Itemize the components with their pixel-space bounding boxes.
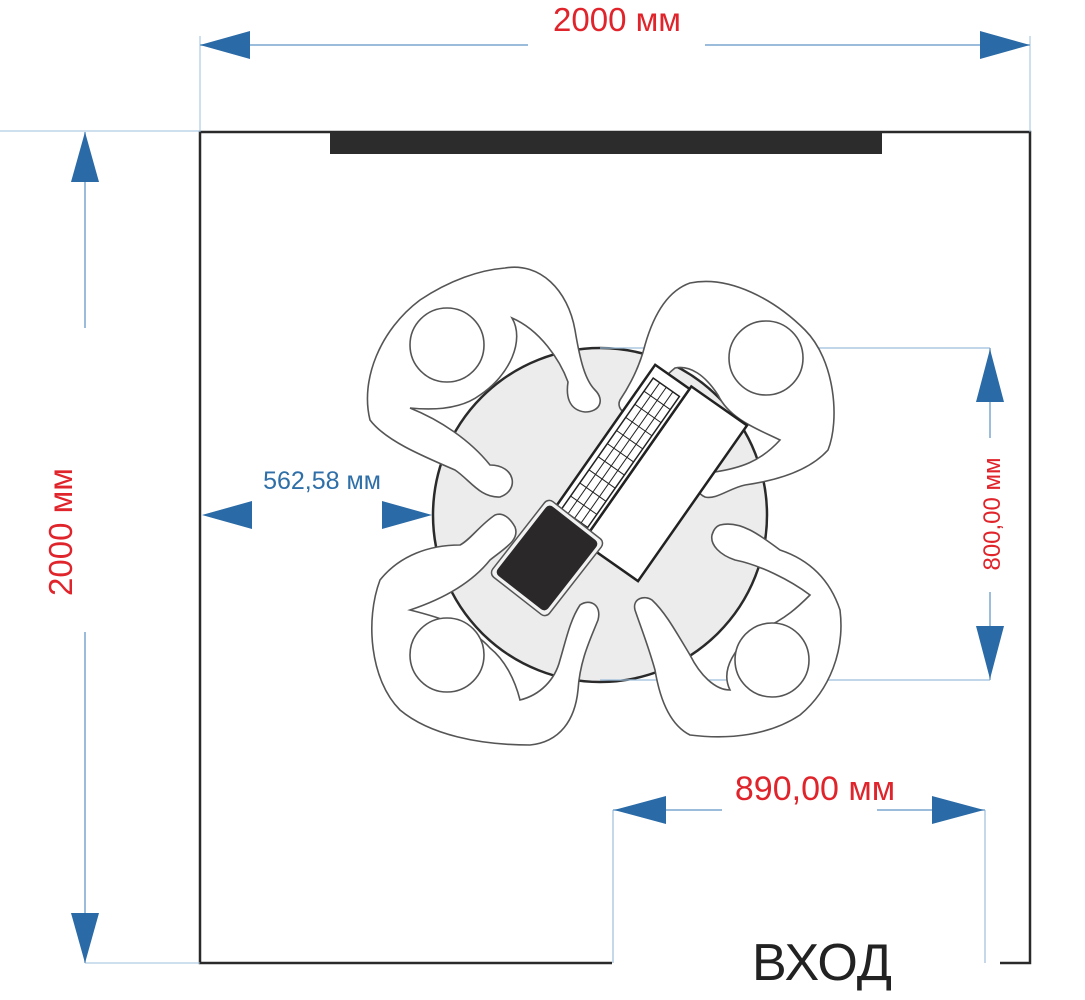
person-top-left <box>366 266 601 498</box>
head-icon <box>409 307 485 383</box>
arrow-right-icon <box>980 31 1030 59</box>
dimension-room-height: 2000 мм <box>0 130 200 964</box>
arrow-up-icon <box>976 349 1004 402</box>
head-icon <box>734 622 810 698</box>
room-height-label: 2000 мм <box>42 468 79 596</box>
wall-to-table-label: 562,58 мм <box>263 467 381 495</box>
dimension-room-width: 2000 мм <box>199 1 1031 132</box>
tablet-icon <box>490 499 604 617</box>
head-icon <box>728 320 804 396</box>
arrow-left-icon <box>202 501 252 529</box>
arrow-left-icon <box>200 31 250 59</box>
arrow-left-icon <box>614 796 666 824</box>
table-diameter-label: 800,00 мм <box>979 457 1006 570</box>
dimension-wall-to-table: 562,58 мм <box>202 467 432 529</box>
arrow-right-icon <box>932 796 984 824</box>
head-icon <box>409 617 485 693</box>
person-bottom-left <box>371 513 600 746</box>
person-bottom-right <box>633 523 842 738</box>
person-top-right <box>618 280 835 499</box>
arrow-up-icon <box>71 132 99 182</box>
arrow-down-icon <box>976 626 1004 679</box>
room-width-label: 2000 мм <box>553 1 681 38</box>
wall-panel <box>330 132 882 154</box>
arrow-right-icon <box>382 501 432 529</box>
door-width-label: 890,00 мм <box>735 770 895 808</box>
arrow-down-icon <box>71 913 99 963</box>
dimension-door-width: 890,00 мм <box>612 770 986 963</box>
entrance-label: ВХОД <box>752 934 892 992</box>
